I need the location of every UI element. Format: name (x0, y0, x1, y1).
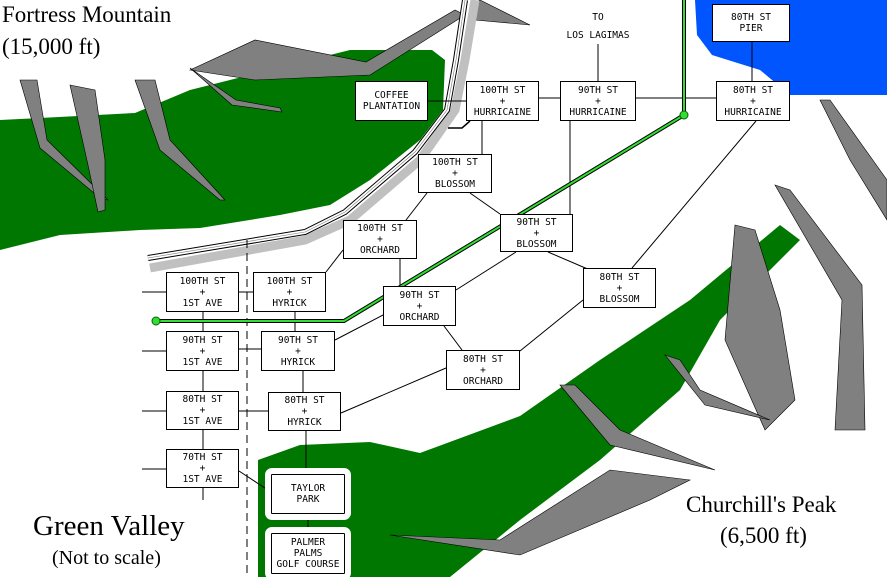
location-label-line: + (199, 286, 206, 298)
location-label-line: + (616, 282, 623, 294)
location-90th-hyrick[interactable]: 90TH ST+HYRICK (261, 331, 335, 371)
location-label-line: 1ST AVE (182, 474, 223, 485)
location-label-line: + (480, 364, 486, 376)
location-label-line: 100TH ST (357, 223, 403, 234)
location-label-line: TAYLOR (290, 483, 326, 494)
location-label-line: + (199, 405, 206, 416)
location-label-line: 1ST AVE (182, 297, 223, 309)
location-label-line: PALMER (290, 537, 326, 548)
location-80th-1st-ave[interactable]: 80TH ST+1ST AVE (166, 391, 239, 430)
churchills-peak-title: Churchill's Peak (686, 492, 837, 517)
location-90th-hurricaine[interactable]: 90TH ST+HURRICAINE (560, 81, 636, 121)
forest-south (258, 225, 800, 577)
location-label-line: + (416, 300, 423, 312)
location-100th-blossom[interactable]: 100TH ST+BLOSSOM (418, 154, 492, 193)
location-label-line: 90TH ST (182, 334, 223, 346)
location-80th-blossom[interactable]: 80TH ST+BLOSSOM (583, 268, 656, 308)
location-90th-blossom[interactable]: 90TH ST+BLOSSOM (500, 214, 573, 252)
location-label-line: 80TH ST (732, 84, 774, 96)
location-label-line: + (499, 95, 506, 107)
location-label-line: 100TH ST (432, 157, 478, 168)
location-label-line: PLANTATION (362, 101, 421, 112)
location-80th-hyrick[interactable]: 80TH ST+HYRICK (268, 392, 341, 431)
scale-note: (Not to scale) (52, 547, 161, 569)
location-label-line: + (452, 168, 458, 179)
location-label-line: + (533, 227, 540, 239)
location-label-line: 80TH ST (730, 12, 772, 23)
location-label-line: 70TH ST (182, 452, 223, 463)
location-label-line: 80TH ST (462, 353, 504, 365)
location-100th-orchard[interactable]: 100TH ST+ORCHARD (343, 220, 417, 259)
fortress-mountain-title: Fortress Mountain (2, 2, 172, 27)
green-valley-title: Green Valley (33, 510, 185, 542)
location-label-line: 1ST AVE (182, 356, 223, 368)
location-label-line: 1ST AVE (182, 416, 223, 427)
location-label-line: BLOSSOM (599, 293, 640, 305)
location-label-line: 100TH ST (479, 84, 526, 96)
destination-to: TO (592, 12, 604, 23)
location-label-line: 80TH ST (284, 395, 325, 406)
location-100th-hurricaine[interactable]: 100TH ST+HURRICAINE (466, 81, 539, 121)
location-label-line: GOLF COURSE (276, 559, 340, 570)
rail-terminal-west[interactable] (151, 316, 161, 326)
forest-north (0, 50, 445, 250)
location-90th-1st-ave[interactable]: 90TH ST+1ST AVE (166, 331, 239, 371)
location-80th-hurricaine[interactable]: 80TH ST+HURRICAINE (716, 81, 790, 121)
location-label-line: 90TH ST (577, 84, 619, 96)
location-label-line: HURRICAINE (473, 106, 532, 118)
location-label-line: 90TH ST (277, 334, 319, 346)
location-label-line: HURRICAINE (724, 106, 782, 118)
location-label-line: 90TH ST (399, 289, 440, 301)
location-90th-orchard[interactable]: 90TH ST+ORCHARD (383, 286, 456, 326)
fortress-mountain-height: (15,000 ft) (2, 34, 101, 59)
location-label-line: + (301, 406, 308, 417)
location-label-line: + (377, 234, 383, 245)
destination-label: TO LOS LAGIMAS (548, 9, 648, 45)
location-label-line: + (199, 345, 206, 357)
location-label-line: + (750, 95, 756, 107)
location-label-line: BLOSSOM (516, 238, 557, 250)
location-70th-1st-ave[interactable]: 70TH ST+1ST AVE (166, 449, 239, 488)
location-label-line: ORCHARD (399, 311, 440, 323)
location-label-line: 80TH ST (599, 271, 640, 283)
location-label-line: 100TH ST (266, 275, 313, 287)
location-label-line: + (286, 286, 293, 298)
location-label-line: COFFEE (374, 90, 409, 101)
churchills-peak-height: (6,500 ft) (720, 523, 807, 548)
location-label-line: HYRICK (272, 297, 307, 309)
location-label-line: + (199, 463, 206, 474)
destination-name: LOS LAGIMAS (566, 30, 630, 41)
location-label-line: BLOSSOM (434, 179, 476, 190)
location-label-line: PARK (296, 494, 320, 505)
street-lines (142, 42, 757, 533)
location-label-line: + (295, 345, 301, 357)
location-80th-orchard[interactable]: 80TH ST+ORCHARD (446, 350, 520, 390)
location-100th-hyrick[interactable]: 100TH ST+HYRICK (253, 272, 326, 312)
location-label-line: HURRICAINE (569, 106, 627, 118)
location-label-line: 80TH ST (182, 394, 223, 405)
location-label-line: ORCHARD (462, 375, 504, 387)
location-label-line: HYRICK (287, 417, 322, 428)
location-label-line: 90TH ST (516, 216, 557, 228)
location-label-line: + (595, 95, 601, 107)
location-100th-1st-ave[interactable]: 100TH ST+1ST AVE (166, 272, 239, 312)
location-label-line: PIER (739, 23, 763, 34)
location-label-line: ORCHARD (359, 245, 401, 256)
location-label-line: 100TH ST (179, 275, 226, 287)
mountain-ridges (19, 0, 887, 556)
location-label-line: HYRICK (280, 356, 316, 368)
rail-terminal-east[interactable] (679, 110, 689, 120)
location-label-line: PALMS (293, 548, 323, 559)
